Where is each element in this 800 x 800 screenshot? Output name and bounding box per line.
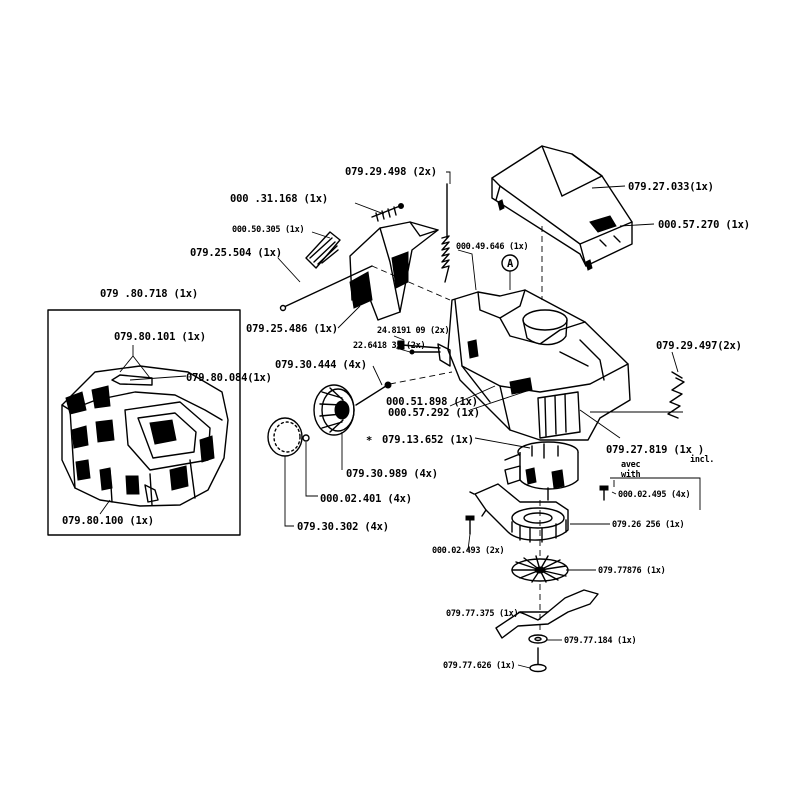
wheel-nut xyxy=(302,434,310,442)
label-079-26-256: 079.26 256 (1x) xyxy=(612,520,684,530)
label-079-29-497: 079.29.497(2x) xyxy=(656,340,742,352)
callout-a: A xyxy=(501,254,519,290)
wheel-axle xyxy=(355,381,392,406)
label-079-77-184: 079.77.184 (1x) xyxy=(564,636,636,646)
label-079-80-718: 079 .80.718 (1x) xyxy=(100,288,198,300)
avec-bracket-line xyxy=(610,477,701,510)
asterisk-mark: * xyxy=(366,435,372,447)
label-000-02-493: 000.02.493 (2x) xyxy=(432,546,504,556)
label-000-57-292: 000.57.292 (1x) xyxy=(388,407,480,419)
handle-bracket xyxy=(349,221,439,321)
spring-upper xyxy=(441,183,450,283)
cooling-fan xyxy=(511,555,569,583)
blade-washer xyxy=(528,634,548,644)
label-079-80-100: 079.80.100 (1x) xyxy=(62,515,154,527)
label-000-02-401: 000.02.401 (4x) xyxy=(320,493,412,505)
label-079-27-819: 079.27.819 (1x ) xyxy=(606,444,704,456)
spring-right xyxy=(667,371,685,419)
grass-box-inset xyxy=(47,309,241,536)
wheel xyxy=(313,384,355,436)
flange-screw xyxy=(465,515,475,535)
label-000-57-270: 000.57.270 (1x) xyxy=(658,219,750,231)
part-labels: 079.29.498 (2x) 079.27.033(1x) 000.57.27… xyxy=(62,166,750,671)
electric-motor xyxy=(504,441,579,501)
leader-lines xyxy=(277,171,683,669)
label-079-77-626: 079.77.626 (1x) xyxy=(443,661,515,671)
label-079-30-444: 079.30.444 (4x) xyxy=(275,359,367,371)
cutting-blade xyxy=(495,589,599,639)
motor-flange xyxy=(469,483,569,543)
blade-bolt xyxy=(529,647,547,673)
note-incl: incl. xyxy=(690,454,714,465)
note-with: with xyxy=(621,469,640,480)
label-000-49-646: 000.49.646 (1x) xyxy=(456,242,528,252)
inset-frame xyxy=(47,309,241,536)
label-000-51-898: 000.51.898 (1x) xyxy=(386,396,478,408)
label-079-80-084: 079.80.084(1x) xyxy=(186,372,272,384)
label-079-80-101: 079.80.101 (1x) xyxy=(114,331,206,343)
label-079-77-375: 079.77.375 (1x) xyxy=(446,609,518,619)
bracket-bolt xyxy=(371,203,404,222)
label-079-30-302: 079.30.302 (4x) xyxy=(297,521,389,533)
label-000-31-168: 000 .31.168 (1x) xyxy=(230,193,328,205)
label-079-30-989: 079.30.989 (4x) xyxy=(346,468,438,480)
adjust-screws xyxy=(397,340,451,367)
label-079-13-652: 079.13.652 (1x) xyxy=(382,434,474,446)
label-079-25-504: 079.25.504 (1x) xyxy=(190,247,282,259)
label-079-25-486: 079.25.486 (1x) xyxy=(246,323,338,335)
warning-sticker xyxy=(305,231,341,269)
grass-box-illustration xyxy=(61,365,229,507)
note-avec: avec xyxy=(621,460,640,470)
label-079-29-498: 079.29.498 (2x) xyxy=(345,166,437,178)
callout-a-letter: A xyxy=(507,258,514,270)
label-22-641835: 22.6418 35 (2x) xyxy=(353,341,425,351)
label-079-77-876: 079.77876 (1x) xyxy=(598,566,665,576)
cable-rod xyxy=(279,265,373,312)
hood-cover xyxy=(491,145,633,271)
label-000-02-495: 000.02.495 (4x) xyxy=(618,490,690,500)
label-079-27-033: 079.27.033(1x) xyxy=(628,181,714,193)
label-000-50-305: 000.50.305 (1x) xyxy=(232,225,304,235)
label-24-819109: 24.8191 09 (2x) xyxy=(377,326,449,336)
flange-screw-right xyxy=(599,485,609,501)
hub-cap xyxy=(267,417,303,457)
